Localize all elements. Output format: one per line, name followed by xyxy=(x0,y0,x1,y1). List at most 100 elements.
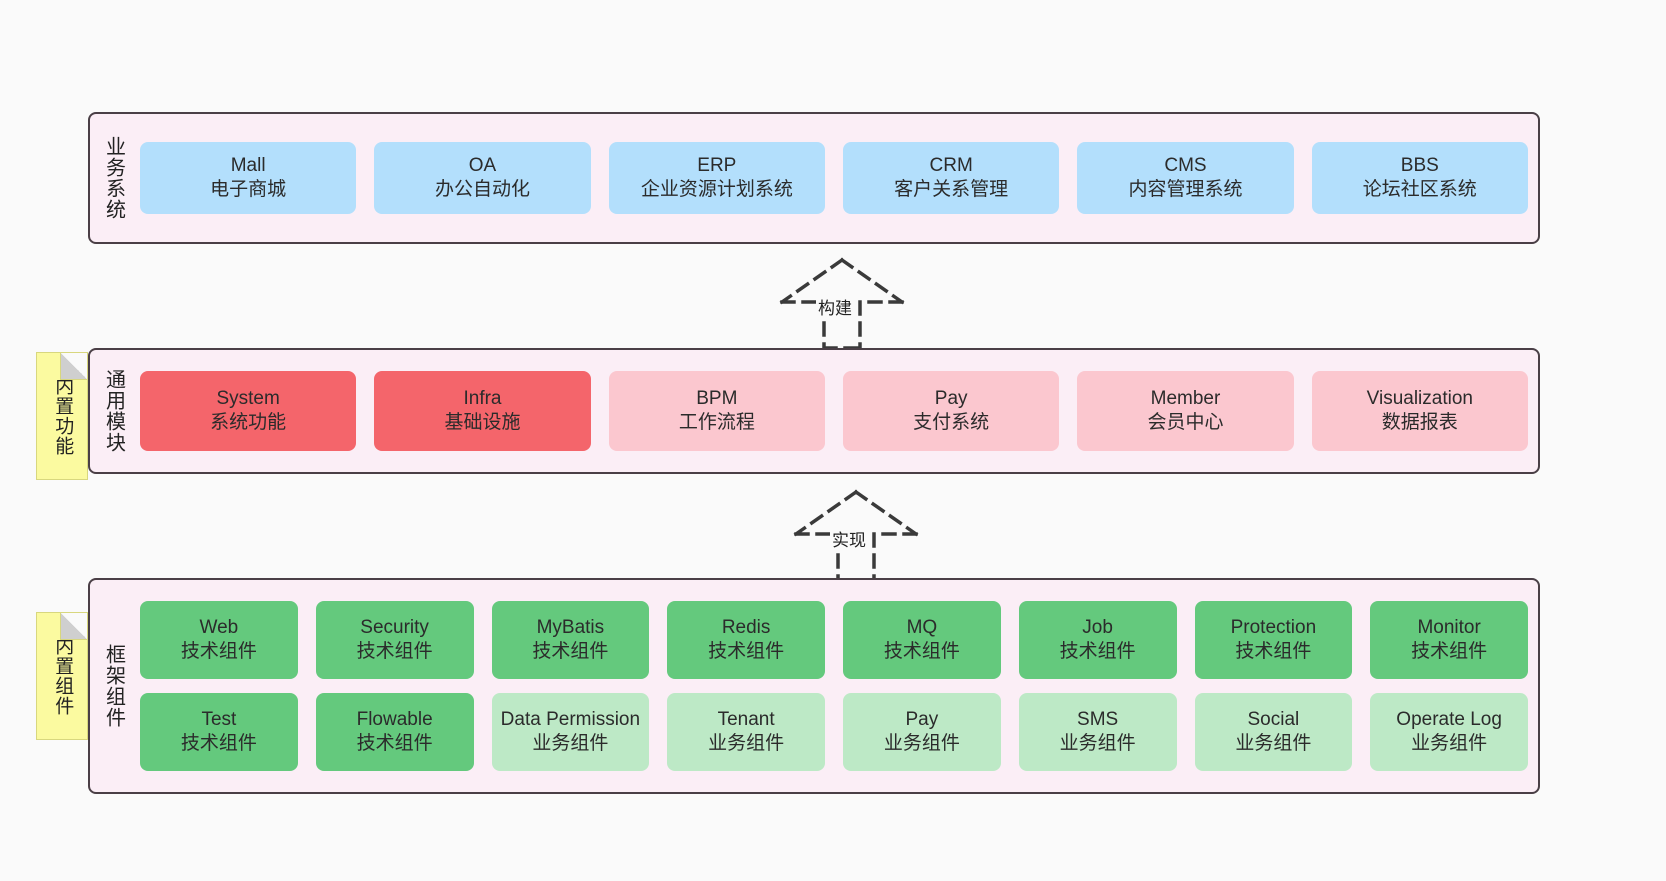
node-redis[interactable]: Redis 技术组件 xyxy=(667,601,825,679)
node-tenant-en: Tenant xyxy=(717,708,775,730)
node-erp[interactable]: ERP 企业资源计划系统 xyxy=(608,142,825,214)
layer-common-modules: 通用模块 System 系统功能 Infra 基础设施 BPM 工作流程 Pay… xyxy=(88,348,1540,474)
node-security[interactable]: Security 技术组件 xyxy=(315,601,474,679)
node-mall-en: Mall xyxy=(230,154,266,176)
node-job[interactable]: Job 技术组件 xyxy=(1018,601,1177,679)
node-social[interactable]: Social 业务组件 xyxy=(1194,693,1353,771)
node-mq-cn: 技术组件 xyxy=(883,641,960,662)
layer-business-systems: 业务系统 Mall 电子商城 OA 办公自动化 ERP 企业资源计划系统 CRM… xyxy=(88,112,1540,244)
node-data-permission-cn: 业务组件 xyxy=(532,733,609,754)
node-protection-en: Protection xyxy=(1230,616,1317,638)
node-redis-en: Redis xyxy=(721,616,771,638)
node-visualization-en: Visualization xyxy=(1366,387,1473,409)
node-mq[interactable]: MQ 技术组件 xyxy=(843,601,1001,679)
node-mybatis-en: MyBatis xyxy=(536,616,605,638)
node-oa[interactable]: OA 办公自动化 xyxy=(374,142,591,214)
node-crm[interactable]: CRM 客户关系管理 xyxy=(842,142,1060,214)
implement-arrow-icon xyxy=(793,489,919,582)
node-test[interactable]: Test 技术组件 xyxy=(140,693,298,771)
node-visualization[interactable]: Visualization 数据报表 xyxy=(1311,371,1528,451)
connector-implement: 实现 xyxy=(766,488,946,584)
node-operate-log-en: Operate Log xyxy=(1396,708,1502,730)
node-member-cn: 会员中心 xyxy=(1147,412,1224,433)
node-system[interactable]: System 系统功能 xyxy=(140,371,357,451)
node-security-cn: 技术组件 xyxy=(356,641,433,662)
node-system-en: System xyxy=(216,387,280,409)
node-test-en: Test xyxy=(201,708,237,730)
node-sms[interactable]: SMS 业务组件 xyxy=(1018,693,1177,771)
node-erp-cn: 企业资源计划系统 xyxy=(640,179,793,200)
connector-implement-label: 实现 xyxy=(830,526,868,551)
layer-business-title: 业务系统 xyxy=(102,136,125,220)
node-crm-cn: 客户关系管理 xyxy=(894,179,1009,200)
sticky-note-builtin-component: 内置组件 xyxy=(36,612,88,740)
node-monitor-cn: 技术组件 xyxy=(1411,641,1488,662)
node-social-cn: 业务组件 xyxy=(1235,733,1312,754)
node-pay-module-en: Pay xyxy=(934,387,968,409)
sticky-note-builtin-function: 内置功能 xyxy=(36,352,88,480)
framework-row-1: Web 技术组件 Security 技术组件 MyBatis 技术组件 Redi… xyxy=(140,601,1528,679)
node-mybatis-cn: 技术组件 xyxy=(532,641,609,662)
node-bbs-en: BBS xyxy=(1400,154,1439,176)
node-operate-log-cn: 业务组件 xyxy=(1411,733,1488,754)
node-visualization-cn: 数据报表 xyxy=(1381,412,1458,433)
node-flowable-cn: 技术组件 xyxy=(356,733,433,754)
node-job-en: Job xyxy=(1082,616,1113,638)
node-bpm[interactable]: BPM 工作流程 xyxy=(608,371,825,451)
node-mall-cn: 电子商城 xyxy=(210,179,287,200)
framework-row-2: Test 技术组件 Flowable 技术组件 Data Permission … xyxy=(140,693,1528,771)
sticky-builtin-component-label: 内置组件 xyxy=(52,636,74,716)
node-protection-cn: 技术组件 xyxy=(1235,641,1312,662)
node-flowable-en: Flowable xyxy=(356,708,433,730)
node-pay-component[interactable]: Pay 业务组件 xyxy=(843,693,1001,771)
node-web-cn: 技术组件 xyxy=(180,641,257,662)
node-job-cn: 技术组件 xyxy=(1059,641,1136,662)
node-pay-module[interactable]: Pay 支付系统 xyxy=(842,371,1060,451)
layer-modules-title: 通用模块 xyxy=(102,369,125,453)
node-data-permission[interactable]: Data Permission 业务组件 xyxy=(491,693,650,771)
node-data-permission-en: Data Permission xyxy=(500,708,641,730)
node-pay-component-cn: 业务组件 xyxy=(883,733,960,754)
node-member-en: Member xyxy=(1150,387,1221,409)
node-monitor[interactable]: Monitor 技术组件 xyxy=(1370,601,1528,679)
node-redis-cn: 技术组件 xyxy=(708,641,785,662)
node-cms[interactable]: CMS 内容管理系统 xyxy=(1077,142,1294,214)
node-mall[interactable]: Mall 电子商城 xyxy=(140,142,357,214)
node-operate-log[interactable]: Operate Log 业务组件 xyxy=(1370,693,1528,771)
node-cms-en: CMS xyxy=(1164,154,1207,176)
node-bbs[interactable]: BBS 论坛社区系统 xyxy=(1311,142,1528,214)
node-system-cn: 系统功能 xyxy=(210,412,287,433)
connector-build-label: 构建 xyxy=(816,294,854,319)
node-mq-en: MQ xyxy=(906,616,938,638)
node-tenant[interactable]: Tenant 业务组件 xyxy=(667,693,825,771)
node-infra-en: Infra xyxy=(463,387,502,409)
layer-modules-body: System 系统功能 Infra 基础设施 BPM 工作流程 Pay 支付系统… xyxy=(136,350,1538,472)
node-member[interactable]: Member 会员中心 xyxy=(1077,371,1294,451)
node-infra[interactable]: Infra 基础设施 xyxy=(374,371,591,451)
node-social-en: Social xyxy=(1247,708,1300,730)
layer-framework-title: 框架组件 xyxy=(102,644,125,728)
node-web-en: Web xyxy=(199,616,239,638)
layer-framework-components: 框架组件 Web 技术组件 Security 技术组件 MyBatis 技术组件… xyxy=(88,578,1540,794)
sticky-builtin-function-label: 内置功能 xyxy=(52,376,74,456)
node-erp-en: ERP xyxy=(697,154,737,176)
node-flowable[interactable]: Flowable 技术组件 xyxy=(315,693,474,771)
node-security-en: Security xyxy=(360,616,429,638)
node-pay-component-en: Pay xyxy=(905,708,939,730)
node-test-cn: 技术组件 xyxy=(180,733,257,754)
node-protection[interactable]: Protection 技术组件 xyxy=(1194,601,1353,679)
node-sms-cn: 业务组件 xyxy=(1059,733,1136,754)
layer-framework-body: Web 技术组件 Security 技术组件 MyBatis 技术组件 Redi… xyxy=(136,580,1538,792)
node-mybatis[interactable]: MyBatis 技术组件 xyxy=(491,601,650,679)
business-row: Mall 电子商城 OA 办公自动化 ERP 企业资源计划系统 CRM 客户关系… xyxy=(140,142,1528,214)
node-oa-en: OA xyxy=(468,154,497,176)
node-sms-en: SMS xyxy=(1077,708,1119,730)
node-oa-cn: 办公自动化 xyxy=(434,179,530,200)
node-pay-module-cn: 支付系统 xyxy=(913,412,990,433)
node-web[interactable]: Web 技术组件 xyxy=(140,601,298,679)
connector-build: 构建 xyxy=(752,256,932,352)
layer-business-body: Mall 电子商城 OA 办公自动化 ERP 企业资源计划系统 CRM 客户关系… xyxy=(136,114,1538,242)
node-infra-cn: 基础设施 xyxy=(444,412,521,433)
node-bpm-cn: 工作流程 xyxy=(678,412,755,433)
